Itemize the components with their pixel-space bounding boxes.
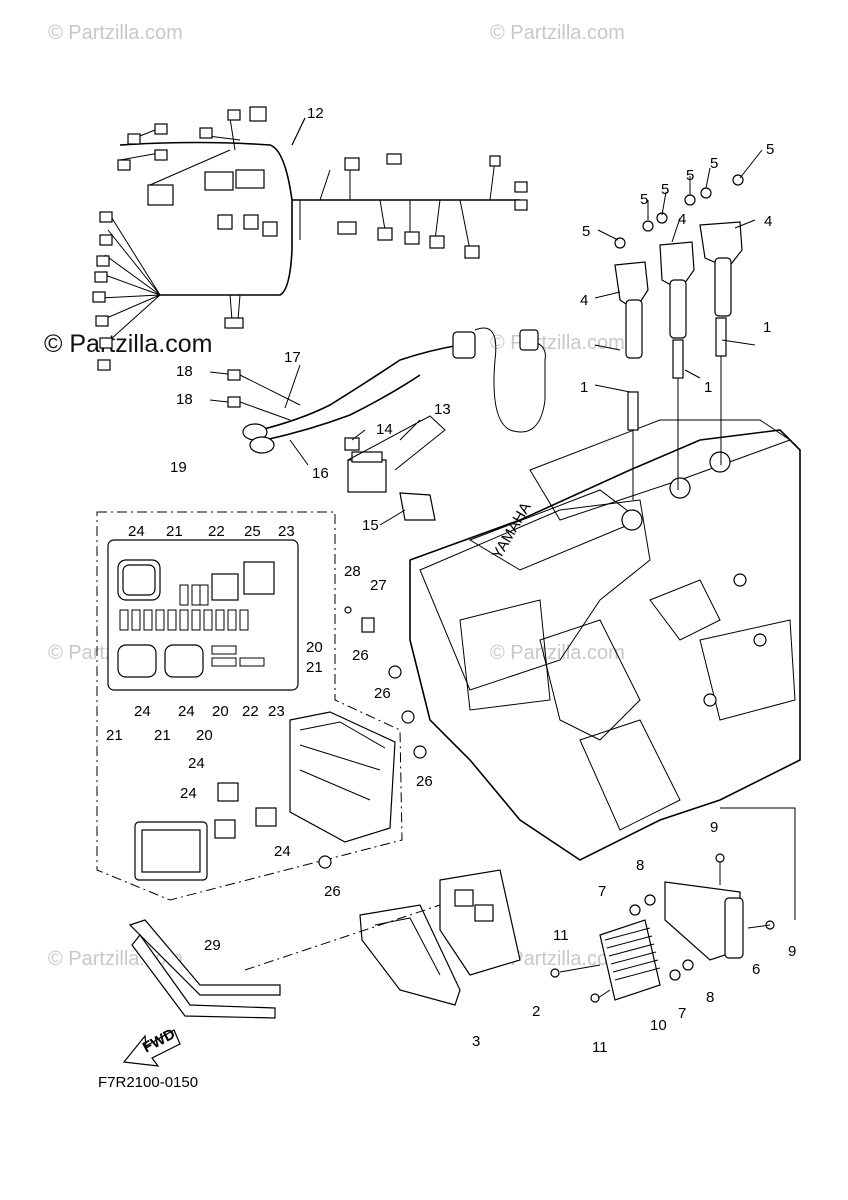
callout-24: 24 — [188, 755, 205, 772]
battery-cable — [227, 327, 546, 454]
wiring-harness — [92, 106, 528, 371]
callout-23: 23 — [278, 523, 295, 540]
callout-24: 24 — [180, 785, 197, 802]
engine-brand-text: YAMAHA — [489, 500, 535, 562]
forward-arrow-icon: FWD — [122, 1025, 181, 1067]
callout-17: 17 — [284, 349, 301, 366]
callout-24: 24 — [128, 523, 145, 540]
ignition-coils — [614, 174, 744, 500]
ecm-assembly — [128, 869, 521, 1019]
callout-25: 25 — [244, 523, 261, 540]
callout-4: 4 — [580, 292, 588, 309]
callout-11: 11 — [553, 927, 569, 944]
callout-22: 22 — [208, 523, 225, 540]
callout-6: 6 — [752, 961, 760, 978]
callout-5: 5 — [582, 223, 590, 240]
callout-4: 4 — [678, 211, 686, 228]
callout-5: 5 — [766, 141, 774, 158]
junction-box-group — [96, 511, 427, 901]
callout-27: 27 — [370, 577, 387, 594]
callout-1: 1 — [763, 319, 771, 336]
callout-29: 29 — [204, 937, 221, 954]
callout-20: 20 — [196, 727, 213, 744]
callout-22: 22 — [242, 703, 259, 720]
callout-24: 24 — [178, 703, 195, 720]
starter-relay — [344, 415, 446, 521]
callout-8: 8 — [706, 989, 714, 1006]
callout-28: 28 — [344, 563, 361, 580]
callout-21: 21 — [106, 727, 123, 744]
callout-20: 20 — [212, 703, 229, 720]
callout-18: 18 — [176, 391, 193, 408]
callout-14: 14 — [376, 421, 393, 438]
callout-leaders — [209, 117, 796, 920]
callout-8: 8 — [636, 857, 644, 874]
callout-3: 3 — [472, 1033, 480, 1050]
watermark-top-right: © Partzilla.com — [490, 22, 625, 44]
callout-5: 5 — [686, 167, 694, 184]
callout-13: 13 — [434, 401, 451, 418]
callout-2: 2 — [532, 1003, 540, 1020]
callout-4: 4 — [764, 213, 772, 230]
callout-5: 5 — [710, 155, 718, 172]
callout-7: 7 — [598, 883, 606, 900]
watermark-mid-right: © Partzilla.com — [490, 642, 625, 664]
callout-26: 26 — [374, 685, 391, 702]
callout-9: 9 — [788, 943, 796, 960]
callout-24: 24 — [134, 703, 151, 720]
callout-7: 7 — [678, 1005, 686, 1022]
watermark-top-left: © Partzilla.com — [48, 22, 183, 44]
callout-23: 23 — [268, 703, 285, 720]
callout-26: 26 — [416, 773, 433, 790]
callout-11: 11 — [592, 1039, 608, 1056]
callout-26: 26 — [324, 883, 341, 900]
callout-21: 21 — [166, 523, 183, 540]
callout-numbers: 1 1 1 2 3 4 4 4 5 5 5 5 5 5 6 7 7 8 8 9 … — [106, 105, 796, 1056]
callout-1: 1 — [704, 379, 712, 396]
callout-20: 20 — [306, 639, 323, 656]
callout-18: 18 — [176, 363, 193, 380]
callout-16: 16 — [312, 465, 329, 482]
callout-24: 24 — [274, 843, 291, 860]
rectifier-assembly — [550, 853, 775, 1003]
watermark-bottom-right: © Partzilla.com — [490, 948, 625, 970]
callout-21: 21 — [306, 659, 323, 676]
watermark-bold: © Partzilla.com — [44, 330, 213, 358]
callout-10: 10 — [650, 1017, 667, 1034]
engine-block: YAMAHA — [409, 419, 801, 861]
callout-15: 15 — [362, 517, 379, 534]
callout-21: 21 — [154, 727, 171, 744]
callout-12: 12 — [307, 105, 324, 122]
callout-9: 9 — [710, 819, 718, 836]
callout-19: 19 — [170, 459, 187, 476]
callout-1: 1 — [580, 379, 588, 396]
callout-26: 26 — [352, 647, 369, 664]
callout-5: 5 — [640, 191, 648, 208]
diagram-code: F7R2100-0150 — [98, 1074, 199, 1091]
callout-5: 5 — [661, 181, 669, 198]
